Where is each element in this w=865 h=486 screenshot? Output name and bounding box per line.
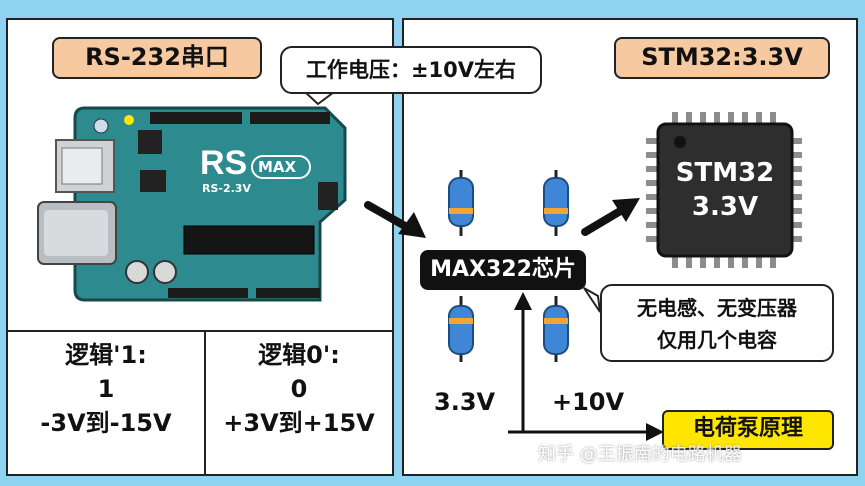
rs232-title-label: RS-232串口 <box>52 37 262 79</box>
capacitor-bottom-right <box>543 296 569 362</box>
logic-one-range: -3V到-15V <box>40 409 172 437</box>
logic-zero-title: 逻辑0': <box>258 341 340 369</box>
stm32-chip-text: STM32 3.3V <box>658 156 792 224</box>
logic-zero-range: +3V到+15V <box>223 409 375 437</box>
voltage-label-3v3: 3.3V <box>434 388 496 416</box>
capacitor-note-bubble: 无电感、无变压器 仅用几个电容 <box>600 284 834 362</box>
voltage-label-10v: +10V <box>552 388 625 416</box>
stm32-chip-line1: STM32 <box>675 158 775 188</box>
logic-one-block: 逻辑'1: 1 -3V到-15V <box>8 338 204 440</box>
capacitor-bottom-left <box>448 296 474 362</box>
board-badge: MAX <box>258 158 297 176</box>
logic-zero-value: 0 <box>290 375 308 403</box>
max322-chip-label: MAX322芯片 <box>420 250 586 290</box>
stm32-chip-illustration <box>646 112 802 268</box>
rs232-board-illustration <box>37 106 347 302</box>
stm32-chip-line2: 3.3V <box>691 192 759 222</box>
logic-divider <box>6 330 394 332</box>
logic-one-title: 逻辑'1: <box>65 341 147 369</box>
charge-pump-label: 电荷泵原理 <box>662 410 834 450</box>
board-subtitle: RS-2.3V <box>202 182 251 195</box>
stm32-title-label: STM32:3.3V <box>614 37 830 79</box>
board-logo: RS <box>200 144 248 182</box>
logic-zero-block: 逻辑0': 0 +3V到+15V <box>206 338 392 440</box>
capacitor-top-right <box>543 170 569 236</box>
capacitor-note-line1: 无电感、无变压器 <box>637 296 797 320</box>
capacitor-note-line2: 仅用几个电容 <box>657 328 777 352</box>
logic-one-value: 1 <box>97 375 115 403</box>
watermark-text: 知乎 @王振南的电路机器 <box>538 444 742 465</box>
logic-divider-vertical <box>204 330 206 474</box>
capacitor-top-left <box>448 170 474 236</box>
voltage-bubble: 工作电压：±10V左右 <box>280 46 542 94</box>
